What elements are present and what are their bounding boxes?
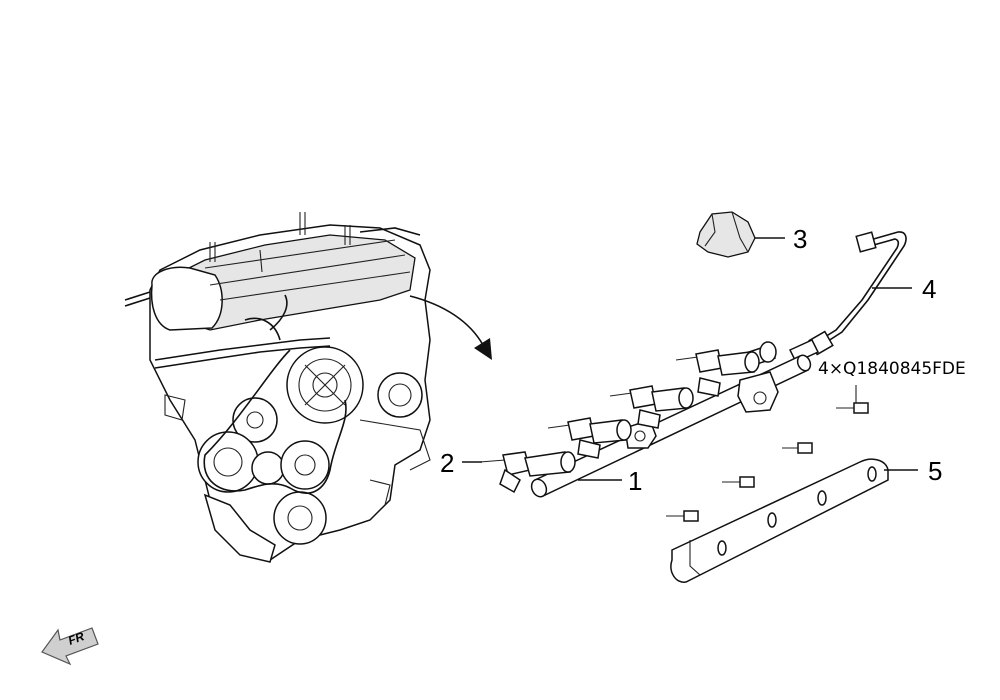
bolt-part-note: 4×Q1840845FDE <box>818 359 966 379</box>
bolt <box>666 510 699 522</box>
callout-5: 5 <box>928 456 942 486</box>
fr-label: FR <box>66 629 86 648</box>
part-3-cover <box>696 211 756 258</box>
bolt <box>722 476 755 488</box>
engine-assembly <box>124 212 431 563</box>
front-direction-indicator: FR <box>41 627 99 666</box>
part-2-injectors <box>479 349 760 494</box>
part-1-fuel-rail <box>530 341 812 498</box>
bolts <box>666 385 869 522</box>
part-5-bracket <box>670 458 889 583</box>
callout-2: 2 <box>440 448 454 478</box>
detail-arrow <box>409 295 492 360</box>
callout-1: 1 <box>628 466 642 496</box>
callout-4: 4 <box>922 274 936 304</box>
callout-3: 3 <box>793 224 807 254</box>
bolt <box>782 442 813 454</box>
leader-lines <box>462 237 918 481</box>
part-4-fuel-pipe <box>788 231 907 363</box>
bolt <box>836 402 869 414</box>
